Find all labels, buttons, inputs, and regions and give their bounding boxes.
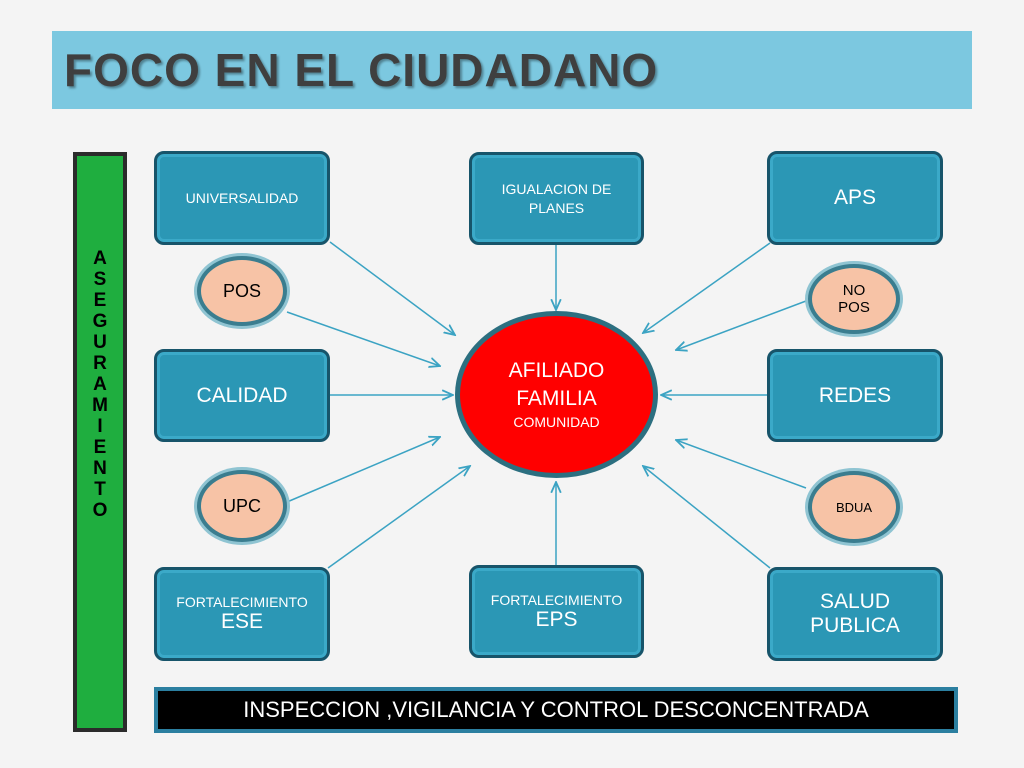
no-pos-oval: NO POS [808,264,900,334]
upc-label: UPC [222,495,261,516]
arrow-pos [286,311,440,366]
igualacion-label-line2: PLANES [528,200,585,216]
bdua-label: BDUA [835,499,873,515]
universalidad-box: UNIVERSALIDAD [154,151,330,245]
aseguramiento-letter: O [92,500,108,521]
arrow-universalidad [329,241,455,335]
no-pos-label-line2: POS [838,299,870,316]
aps-box: APS [767,151,943,245]
fortalecimiento-ese-box: FORTALECIMIENTO ESE [154,567,330,661]
aseguramiento-letter: I [97,416,103,437]
page-title: FOCO EN EL CIUDADANO [64,44,659,96]
footer-bar: INSPECCION ,VIGILANCIA Y CONTROL DESCONC… [154,687,958,733]
aseguramiento-letter: S [93,269,107,290]
aseguramiento-letter: A [93,374,107,395]
aseguramiento-letter: R [93,353,107,374]
bdua-oval: BDUA [808,471,900,543]
aps-label: APS [833,186,877,209]
aseguramiento-letter: E [93,437,107,458]
arrow-salud [643,466,771,569]
fortalecimiento-eps-box: FORTALECIMIENTO EPS [469,565,644,658]
fort-eps-label-line1: FORTALECIMIENTO [490,591,623,608]
salud-publica-box: SALUD PUBLICA [767,567,943,661]
pos-oval: POS [197,256,287,326]
aseguramiento-letter: G [92,311,108,332]
upc-oval: UPC [197,470,287,542]
arrow-aps [643,242,771,333]
universalidad-label: UNIVERSALIDAD [185,190,299,206]
aseguramiento-letter: A [93,248,107,269]
fort-ese-label-line1: FORTALECIMIENTO [176,594,308,610]
arrow-bdua [676,440,807,489]
title-bar: FOCO EN EL CIUDADANO [52,31,972,109]
arrow-upc [286,437,440,503]
arrow-no-pos [676,300,807,350]
aseguramiento-letter: U [93,332,107,353]
no-pos-label-line1: NO [842,282,866,299]
igualacion-planes-box: IGUALACION DE PLANES [469,152,644,245]
afiliado-center: AFILIADO FAMILIA COMUNIDAD [455,311,658,478]
center-label-line1: AFILIADO [508,359,605,382]
footer-text: INSPECCION ,VIGILANCIA Y CONTROL DESCONC… [158,691,954,729]
redes-label: REDES [818,383,892,407]
salud-label-line2: PUBLICA [810,614,900,637]
center-label-line2: FAMILIA [516,387,597,410]
aseguramiento-letter: N [93,458,107,479]
arrow-fort-ese [327,466,470,569]
igualacion-label-line1: IGUALACION DE [501,181,612,197]
aseguramiento-letter: E [93,290,107,311]
redes-box: REDES [767,349,943,442]
aseguramiento-letter: M [92,395,108,416]
salud-label-line1: SALUD [819,590,891,613]
center-label-line3: COMUNIDAD [513,414,600,430]
fort-ese-label-line2: ESE [220,610,264,633]
calidad-box: CALIDAD [154,349,330,442]
calidad-label: CALIDAD [196,383,288,407]
aseguramiento-letter: T [94,479,106,500]
fort-eps-label-line2: EPS [535,607,578,631]
pos-label: POS [222,280,261,301]
